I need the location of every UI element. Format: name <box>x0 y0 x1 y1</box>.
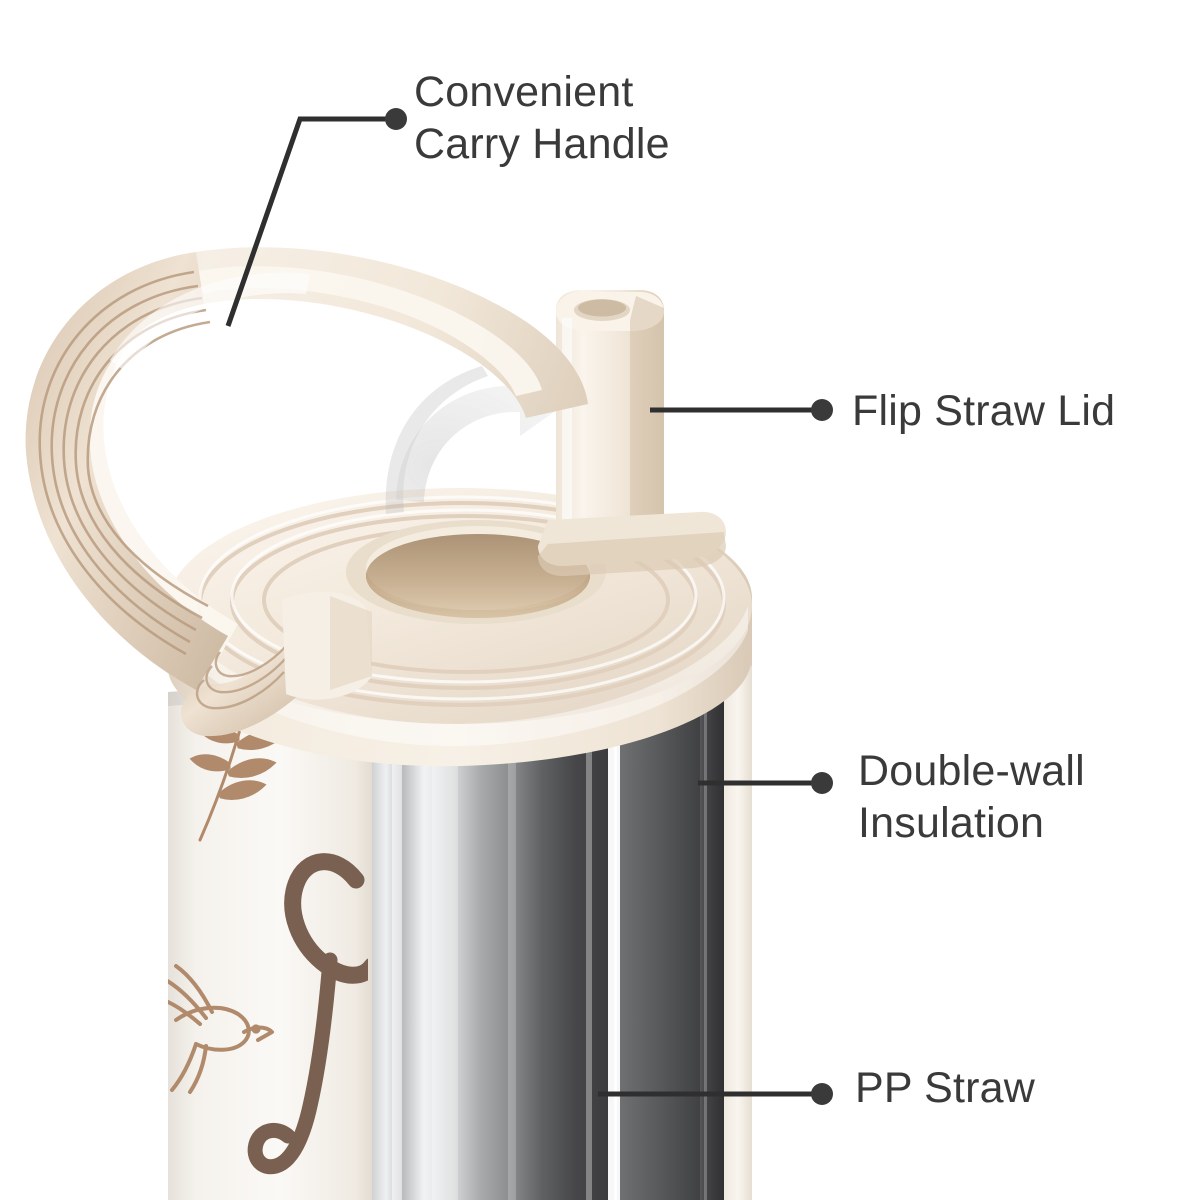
straw-spout-hole-inner <box>578 299 626 317</box>
flip-straw-post[interactable] <box>538 290 726 577</box>
straw-post-highlight <box>562 318 572 534</box>
handle-grip-ridges <box>25 252 228 690</box>
straw-post-body <box>556 290 664 553</box>
straw-post-shading <box>630 296 664 548</box>
callout-label-carry-handle: Convenient Carry Handle <box>414 68 670 169</box>
dove-icon <box>168 964 274 1094</box>
callout-label-double-wall-insulation: Double-wall Insulation <box>858 747 1085 848</box>
tumbler-outer-wall-metal <box>372 660 608 1200</box>
straw-hinge-shadow <box>538 532 726 577</box>
handle-mount-shade <box>330 596 372 690</box>
straw-opening-recess <box>346 520 606 624</box>
lid-contour-highlights <box>198 495 726 701</box>
tumbler-inner-wall <box>620 654 700 1200</box>
tumbler-right-edge-strip <box>724 652 752 1200</box>
handle-lower-terminal <box>181 643 306 737</box>
callout-label-flip-straw-lid: Flip Straw Lid <box>852 387 1116 435</box>
callout-label-pp-straw: PP Straw <box>855 1064 1036 1112</box>
flip-straw-lid-assembly[interactable] <box>25 247 752 767</box>
carry-handle[interactable] <box>25 247 589 737</box>
lid-rim-highlight <box>176 606 748 747</box>
script-monogram <box>247 853 368 1175</box>
tumbler-interior-cavity <box>700 653 724 1200</box>
